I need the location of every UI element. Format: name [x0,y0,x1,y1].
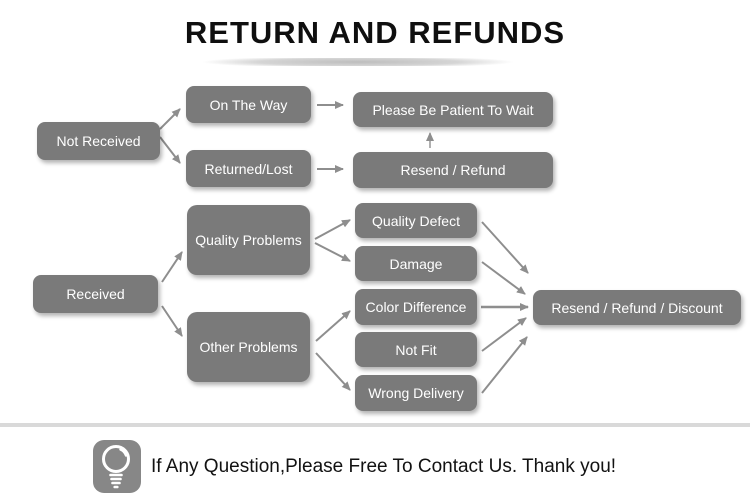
arrow-not-fit-to-discount [481,317,527,352]
flow-node-color-difference: Color Difference [355,289,477,325]
contact-message: If Any Question,Please Free To Contact U… [151,455,617,477]
arrow-other-problems-to-wrong-delivery [315,352,351,391]
arrow-quality-defect-to-discount [481,221,529,274]
arrow-damage-to-discount [481,261,526,295]
arrow-other-problems-to-color-difference [315,310,351,342]
arrow-not-received-to-returned-lost [159,136,181,164]
flow-node-please-wait: Please Be Patient To Wait [353,92,553,127]
arrow-wrong-delivery-to-discount [481,336,528,394]
arrow-received-to-other-problems [161,305,183,337]
flow-node-quality-defect: Quality Defect [355,203,477,238]
flow-node-received: Received [33,275,158,313]
light-bulb-badge [93,440,141,493]
title-underline [158,58,558,66]
arrow-quality-problems-to-damage [314,242,351,262]
flow-node-resend-refund-discount: Resend / Refund / Discount [533,290,741,325]
flow-node-quality-problems: Quality Problems [187,205,310,275]
flow-node-resend-refund: Resend / Refund [353,152,553,188]
flow-node-other-problems: Other Problems [187,312,310,382]
flow-node-damage: Damage [355,246,477,281]
flow-node-not-received: Not Received [37,122,160,160]
flow-node-wrong-delivery: Wrong Delivery [355,375,477,411]
flow-node-not-fit: Not Fit [355,332,477,367]
light-bulb-icon [102,445,130,489]
flow-node-on-the-way: On The Way [186,86,311,123]
page-title: RETURN AND REFUNDS [184,15,566,50]
arrow-quality-problems-to-quality-defect [314,219,351,240]
arrow-received-to-quality-problems [161,251,183,283]
footer-divider [0,423,750,427]
flow-node-returned-lost: Returned/Lost [186,150,311,187]
arrow-not-received-to-on-the-way [159,108,181,130]
